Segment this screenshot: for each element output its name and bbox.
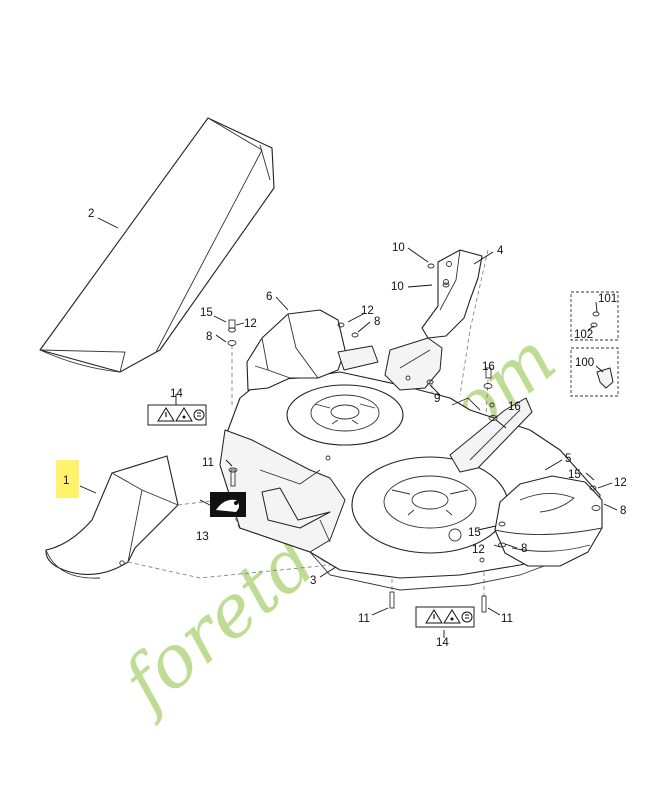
inset-boxes [570,291,619,397]
callout-100: 100 [575,357,594,369]
hardware [227,263,601,613]
callout-16: 16 [482,361,495,373]
part-5-side-cover [494,475,603,567]
decal-14-upper [147,404,207,426]
callout-4: 4 [497,245,504,257]
grass-deflector-decal-icon [210,492,246,517]
callout-15: 15 [200,307,213,319]
callout-15: 15 [568,469,581,481]
part-1-collector [45,455,179,579]
part-6-belt-cover [246,309,379,391]
callout-14: 14 [436,637,449,649]
part-2-chute [39,117,275,373]
read-manual-icon [461,611,473,623]
callout-14: 14 [170,388,183,400]
callout-10: 10 [391,281,404,293]
callout-11: 11 [358,613,370,625]
callout-2: 2 [88,208,94,220]
callout-12: 12 [361,305,374,317]
callout-labels: 1 2 3 4 5 6 8 8 8 8 9 10 10 11 11 11 12 … [63,208,627,649]
callout-9: 9 [434,393,440,405]
callout-1: 1 [63,475,69,487]
warning-triangle-icon [157,407,175,422]
callout-5: 5 [565,453,571,465]
callout-8: 8 [374,316,380,328]
callout-13: 13 [196,531,209,543]
warning-triangle-icon [425,609,443,624]
callout-101: 101 [598,293,617,305]
callout-8: 8 [521,543,527,555]
callout-1-highlight [56,460,79,498]
callout-12: 12 [472,544,485,556]
decal-14-lower [415,606,475,628]
callout-10: 10 [392,242,405,254]
callout-15: 15 [468,527,481,539]
callout-11: 11 [501,613,513,625]
callout-12: 12 [244,318,257,330]
callout-8: 8 [206,331,212,343]
read-manual-icon [193,409,205,421]
callout-8: 8 [620,505,626,517]
callout-11: 11 [202,457,214,469]
callout-16: 16 [508,401,521,413]
callout-102: 102 [574,329,593,341]
hand-warning-icon [443,609,461,624]
callout-3: 3 [310,575,316,587]
leader-lines [79,217,618,638]
callout-12: 12 [614,477,627,489]
hand-warning-icon [175,407,193,422]
callout-6: 6 [266,291,272,303]
part-4-lever [421,249,483,339]
